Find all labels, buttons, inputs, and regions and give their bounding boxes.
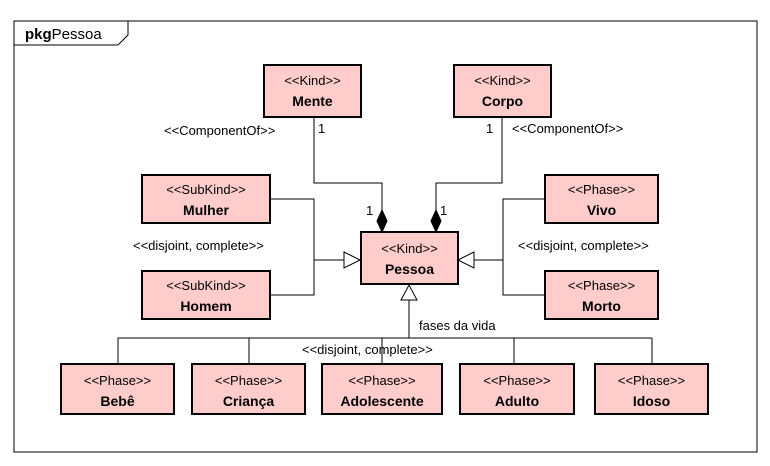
class-stereotype: <<Kind>>: [381, 241, 437, 256]
multiplicity-pessoa-mente-end: 1: [366, 203, 373, 218]
class-name: Homem: [180, 298, 231, 314]
generalization-arrowhead-left: [343, 251, 362, 269]
class-idoso[interactable]: <<Phase>> Idoso: [594, 363, 709, 415]
class-adolescente[interactable]: <<Phase>> Adolescente: [321, 363, 443, 415]
class-name: Pessoa: [385, 261, 434, 277]
class-stereotype: <<SubKind>>: [166, 182, 246, 197]
generalization-arrowhead-right: [456, 251, 475, 269]
class-adulto[interactable]: <<Phase>> Adulto: [459, 363, 575, 415]
class-stereotype: <<Phase>>: [568, 278, 635, 293]
class-name: Adolescente: [340, 393, 423, 409]
class-name: Idoso: [633, 393, 670, 409]
class-stereotype: <<Kind>>: [284, 73, 340, 88]
multiplicity-pessoa-corpo-end: 1: [440, 203, 447, 218]
class-stereotype: <<SubKind>>: [166, 278, 246, 293]
class-stereotype: <<Phase>>: [84, 373, 151, 388]
class-vivo[interactable]: <<Phase>> Vivo: [544, 174, 659, 224]
multiplicity-corpo-end: 1: [486, 121, 493, 136]
class-crianca[interactable]: <<Phase>> Criança: [191, 363, 306, 415]
class-name: Morto: [582, 298, 621, 314]
package-keyword: pkg: [25, 26, 52, 43]
generalization-set-sexo: <<disjoint, complete>>: [133, 198, 362, 296]
class-mulher[interactable]: <<SubKind>> Mulher: [141, 174, 271, 224]
class-name: Mente: [292, 93, 333, 109]
class-stereotype: <<Phase>>: [568, 182, 635, 197]
association-corpo-pessoa: <<ComponentOf>> 1 1: [430, 117, 623, 234]
generalization-set-vida: <<disjoint, complete>>: [456, 198, 649, 296]
constraint-fases: <<disjoint, complete>>: [302, 342, 433, 357]
generalization-set-fases: fases da vida <<disjoint, complete>>: [117, 283, 653, 364]
class-morto[interactable]: <<Phase>> Morto: [544, 270, 659, 320]
class-stereotype: <<Phase>>: [215, 373, 282, 388]
generalization-arrowhead-bottom: [400, 283, 418, 301]
generalization-set-name-fases: fases da vida: [419, 318, 496, 333]
constraint-vida: <<disjoint, complete>>: [518, 238, 649, 253]
association-mente-pessoa: <<ComponentOf>> 1 1: [164, 117, 388, 234]
association-stereotype-corpo: <<ComponentOf>>: [512, 121, 623, 136]
constraint-sexo: <<disjoint, complete>>: [133, 238, 264, 253]
class-stereotype: <<Phase>>: [348, 373, 415, 388]
class-stereotype: <<Phase>>: [483, 373, 550, 388]
class-stereotype: <<Kind>>: [474, 73, 530, 88]
class-name: Vivo: [587, 202, 616, 218]
multiplicity-mente-end: 1: [318, 121, 325, 136]
class-name: Corpo: [482, 93, 523, 109]
class-corpo[interactable]: <<Kind>> Corpo: [453, 64, 552, 118]
class-name: Bebê: [100, 393, 134, 409]
class-name: Criança: [223, 393, 275, 409]
class-stereotype: <<Phase>>: [618, 373, 685, 388]
class-name: Mulher: [183, 202, 229, 218]
package-label: pkgPessoa: [25, 26, 102, 43]
package-name: Pessoa: [52, 26, 103, 43]
class-pessoa[interactable]: <<Kind>> Pessoa: [360, 231, 459, 285]
association-stereotype-mente: <<ComponentOf>>: [164, 123, 275, 138]
class-homem[interactable]: <<SubKind>> Homem: [141, 270, 271, 320]
class-name: Adulto: [495, 393, 539, 409]
class-mente[interactable]: <<Kind>> Mente: [263, 64, 362, 118]
class-bebe[interactable]: <<Phase>> Bebê: [60, 363, 175, 415]
